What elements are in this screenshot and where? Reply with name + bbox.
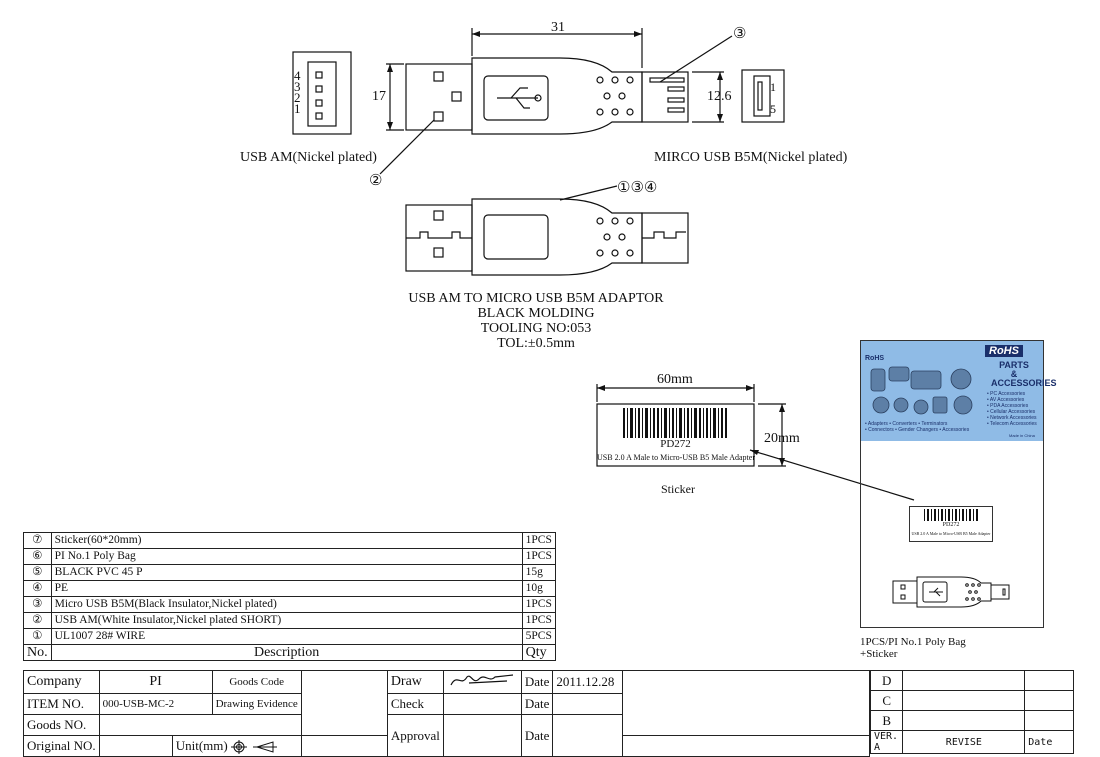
micro-b-face: [741, 69, 785, 123]
pin-label-b1: 1: [770, 80, 776, 94]
callout-3: ③: [733, 26, 747, 42]
draw-date-label: Date: [520, 670, 554, 694]
unit-label: Unit(mm): [175, 737, 228, 753]
adapter-body-bottom: [471, 198, 643, 276]
adapter-body-top: [471, 57, 643, 135]
dim-length: 31: [551, 20, 565, 35]
rohs-badge: RoHS: [985, 345, 1023, 357]
draw-date: 2011.12.28: [552, 670, 623, 694]
title-block: Company PI Goods Code Draw Date 2011.12.…: [23, 670, 871, 757]
goods-code-label: Goods Code: [211, 670, 302, 694]
goods-no-label: Goods NO.: [23, 714, 100, 736]
sticker-code: PD272: [660, 438, 691, 450]
package-adapter-icon: [892, 576, 1010, 608]
package-caption: 1PCS/PI No.1 Poly Bag+Sticker: [860, 636, 966, 660]
unit-cell: Unit(mm): [171, 735, 302, 757]
sticker-width-dim: 60mm: [657, 372, 693, 387]
company-label: Company: [23, 670, 100, 694]
card-bottom: • Adapters • Converters • Terminators • …: [865, 421, 970, 433]
projection-symbol-icon: [230, 740, 277, 754]
label-micro-usb: MIRCO USB B5M(Nickel plated): [654, 150, 848, 165]
sticker-height-dim: 20mm: [764, 431, 800, 446]
original-label: Original NO.: [23, 735, 100, 757]
pin-label-b5: 5: [770, 102, 776, 116]
package-barcode: [924, 509, 978, 521]
callout-1-3-4: ①③④: [617, 180, 658, 196]
sticker-barcode: [623, 408, 727, 438]
item-value: 000-USB-MC-2: [98, 693, 213, 715]
company-value: PI: [98, 670, 213, 694]
sticker-outline: [596, 403, 755, 467]
revision-row: D: [869, 670, 1074, 691]
approval-label: Approval: [386, 714, 444, 757]
accessories-icons: [870, 366, 973, 415]
card-list: • PC Accessories• AV Accessories• PDA Ac…: [987, 391, 1037, 427]
label-usb-am: USB AM(Nickel plated): [240, 150, 377, 165]
dim-height-b: 12.6: [707, 89, 732, 104]
rohs-header-card: RoHS RoHS PARTS&ACCESSORIES • PC Accesso…: [861, 341, 1057, 441]
package-illustration: RoHS RoHS PARTS&ACCESSORIES • PC Accesso…: [860, 340, 1057, 628]
signature-icon: [450, 674, 513, 686]
package-label: PD272 USB 2.0 A Male to Micro-USB B5 Mal…: [909, 506, 993, 542]
micro-plug-top: [641, 71, 689, 123]
card-heading: PARTS&ACCESSORIES: [991, 360, 1057, 388]
revision-row: B: [869, 710, 1074, 731]
revision-row: C: [869, 690, 1074, 711]
item-label: ITEM NO.: [23, 693, 100, 715]
made-in: Made in China: [1009, 433, 1035, 438]
check-label: Check: [386, 693, 444, 715]
callout-2: ②: [369, 173, 383, 189]
dim-height-a: 17: [372, 89, 386, 104]
sticker-caption: Sticker: [661, 482, 695, 496]
approval-date-label: Date: [520, 714, 554, 757]
check-date-label: Date: [520, 693, 554, 715]
drawing-evidence-label: Drawing Evidence: [211, 693, 302, 715]
sticker-text: USB 2.0 A Male to Micro-USB B5 Male Adap…: [597, 453, 755, 462]
draw-label: Draw: [386, 670, 444, 694]
usb-a-plug-top: [405, 63, 473, 131]
signature: [442, 670, 522, 694]
usb-a-face-inner: [307, 61, 337, 127]
usb-a-face-outline: [292, 51, 352, 135]
